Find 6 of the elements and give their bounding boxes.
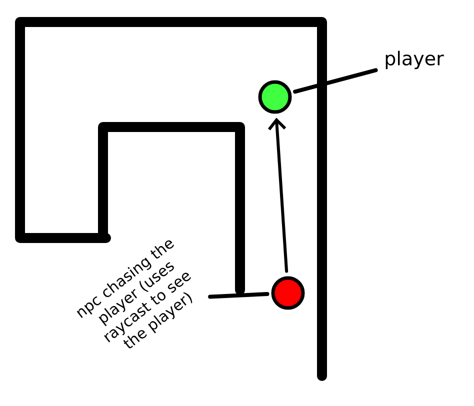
label-text: player xyxy=(386,50,444,70)
player-circle xyxy=(258,80,292,114)
leader-line xyxy=(208,292,270,299)
arrow xyxy=(268,118,288,273)
leader-line xyxy=(293,68,378,94)
npc-circle xyxy=(271,276,305,310)
